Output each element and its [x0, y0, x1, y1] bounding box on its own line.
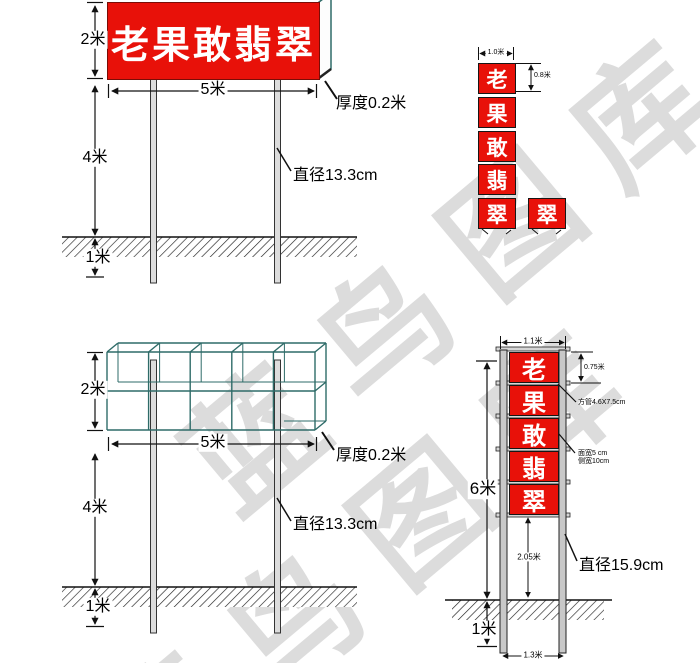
- dim-ladder-width: 1.1米: [521, 336, 545, 346]
- char-sign: 敢: [478, 131, 516, 162]
- ladder-panel: 翠: [509, 484, 559, 516]
- ground-bottom-right: [445, 599, 612, 620]
- dim-panel-height: 0.75米: [584, 364, 605, 371]
- dim-board-height: 2米: [78, 30, 108, 50]
- crossbar-note: 面宽5 cm 侧宽10cm: [578, 450, 609, 466]
- pole-diameter-note: 直径15.9cm: [579, 557, 664, 574]
- pole-diameter-note: 直径13.3cm: [293, 516, 378, 533]
- dim-base-width: 1.3米: [521, 650, 545, 660]
- dim-underground: 1米: [469, 620, 499, 640]
- dim-sign-height: 0.8米: [534, 72, 551, 79]
- dims-top-right: [478, 47, 562, 235]
- wireframe-board: [106, 342, 327, 431]
- dim-pole-height: 4米: [80, 148, 110, 168]
- ladder-panel: 敢: [509, 418, 559, 450]
- thickness-note: 厚度0.2米: [336, 95, 407, 112]
- ladder-panel: 果: [509, 385, 559, 417]
- ladder-panel: 老: [509, 352, 559, 384]
- dim-sign-width: 1.0米: [485, 48, 507, 58]
- dim-underground: 1米: [83, 597, 113, 617]
- thickness-note: 厚度0.2米: [336, 447, 407, 464]
- pole-diameter-note: 直径13.3cm: [293, 167, 378, 184]
- char-sign-extra: 翠: [528, 198, 566, 229]
- char-sign: 翠: [478, 198, 516, 229]
- dim-board-width: 5米: [198, 433, 228, 453]
- poles-bottom-left: [150, 359, 281, 634]
- crossbar-note-line1: 面宽5 cm: [578, 450, 608, 457]
- dim-board-width: 5米: [198, 80, 228, 100]
- ladder-panel: 翡: [509, 451, 559, 483]
- dim-clearance: 2.05米: [515, 552, 543, 562]
- board-side-face: [318, 0, 332, 80]
- char-sign: 老: [478, 63, 516, 94]
- square-tube-note: 方管4.6X7.5cm: [578, 399, 626, 406]
- dims-bottom-left: [86, 351, 335, 628]
- char-sign: 翡: [478, 164, 516, 195]
- billboard-face: 老果敢翡翠: [107, 2, 320, 80]
- dim-total-height: 6米: [467, 479, 499, 499]
- ground-top-left: [62, 236, 357, 257]
- char-sign: 果: [478, 97, 516, 128]
- dim-underground: 1米: [83, 248, 113, 268]
- crossbar-note-line2: 侧宽10cm: [578, 458, 610, 466]
- dim-board-height: 2米: [78, 380, 108, 400]
- ground-bottom-left: [62, 586, 357, 607]
- dim-pole-height: 4米: [80, 498, 110, 518]
